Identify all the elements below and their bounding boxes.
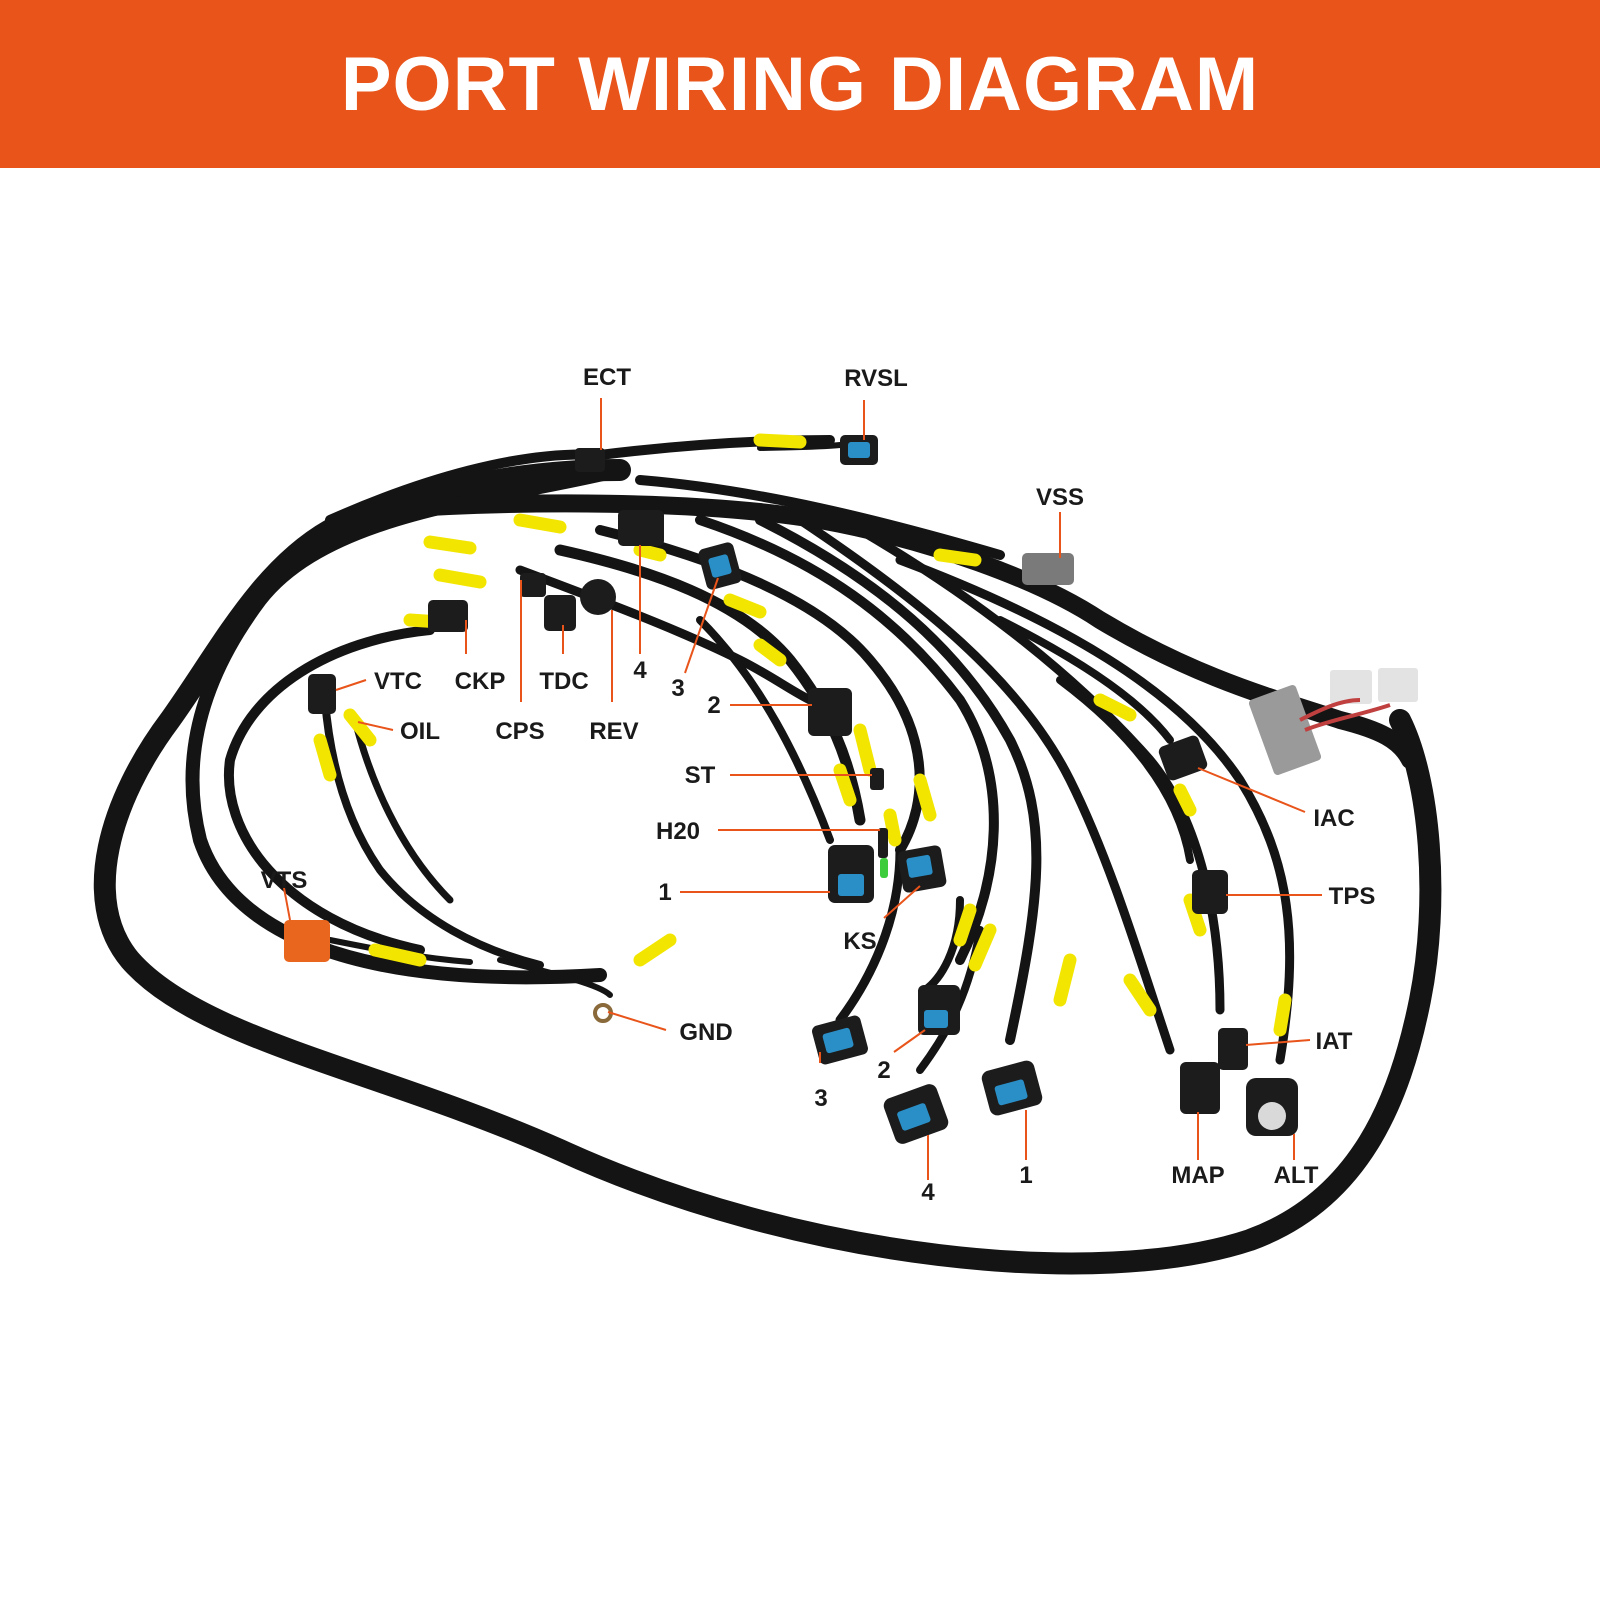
inj-3-face (822, 1027, 854, 1054)
label-cps: CPS (495, 718, 544, 745)
coil-3-face (708, 554, 732, 578)
vss-connector (1022, 553, 1074, 585)
title-banner: PORT WIRING DIAGRAM (0, 0, 1600, 168)
ckp-connector (428, 600, 468, 632)
middle-branch-e (795, 515, 1175, 1055)
ecu-plug-white-2 (1378, 668, 1418, 702)
label-gnd: GND (679, 1019, 732, 1046)
label-iat: IAT (1316, 1028, 1353, 1055)
alt-connector-face (1258, 1102, 1286, 1130)
cps-connector (520, 573, 546, 597)
tdc-connector (544, 595, 576, 631)
label-iac: IAC (1313, 805, 1354, 832)
ks-face (906, 854, 933, 878)
inj-4-face (897, 1103, 931, 1131)
vts-connector (284, 920, 330, 962)
iac-branch (996, 616, 1174, 744)
inj-2-branch (921, 896, 964, 994)
coil-1-face (838, 874, 864, 896)
label-vts: VTS (261, 867, 308, 894)
label-coil-4: 4 (633, 657, 647, 684)
st-terminal (870, 768, 884, 790)
middle-branch-d (755, 515, 1042, 1045)
label-vss: VSS (1036, 484, 1084, 511)
ecu-colored-wires (1299, 698, 1391, 732)
harness-wires (93, 435, 1442, 1275)
label-rev: REV (589, 718, 638, 745)
label-map: MAP (1171, 1162, 1224, 1189)
tps-branch (1056, 676, 1194, 864)
label-inj-2: 2 (877, 1057, 890, 1084)
coil-4-connector (618, 510, 664, 546)
rev-connector (580, 579, 616, 615)
middle-branch-c (695, 515, 999, 965)
label-inj-3: 3 (814, 1085, 827, 1112)
label-oil: OIL (400, 718, 440, 745)
yellow-sleeves (313, 433, 1292, 1037)
inj-2-face (924, 1010, 948, 1028)
label-ckp: CKP (455, 668, 506, 695)
ecu-plug-white-1 (1330, 670, 1372, 704)
label-ks: KS (843, 928, 876, 955)
label-coil-2: 2 (707, 692, 720, 719)
ect-connector (575, 448, 605, 472)
page-title: PORT WIRING DIAGRAM (340, 41, 1260, 127)
label-alt: ALT (1274, 1162, 1319, 1189)
label-inj-4: 4 (921, 1179, 935, 1206)
vss-branch (635, 475, 1005, 560)
h20-terminal (878, 828, 888, 858)
leader-lines (283, 398, 1322, 1180)
label-coil-3: 3 (671, 675, 684, 702)
rvsl-lead (757, 442, 843, 451)
label-rvsl: RVSL (844, 365, 908, 392)
label-vtc: VTC (374, 668, 422, 695)
tps-connector (1192, 870, 1228, 914)
map-connector (1180, 1062, 1220, 1114)
label-tdc: TDC (539, 668, 588, 695)
ecu-plug-gray (1248, 684, 1322, 776)
label-coil-1: 1 (658, 879, 671, 906)
coil-2-connector (808, 688, 852, 736)
middle-branch-g (895, 555, 1295, 1065)
main-trunk-loop (93, 459, 1442, 1275)
iac-connector (1158, 735, 1208, 781)
h20-green-tip (880, 858, 888, 878)
inj-3-branch (835, 845, 905, 1025)
middle-branch-f (855, 525, 1225, 1015)
coil-1-branch (696, 616, 834, 844)
coil-2-branch (515, 565, 815, 705)
oil-vtc-branch-2 (351, 716, 454, 904)
rvsl-connector-face (848, 442, 870, 458)
vtc-connector (308, 674, 336, 714)
label-ect: ECT (583, 364, 631, 391)
connectors (284, 435, 1418, 1144)
oil-vtc-branch (321, 696, 544, 969)
inj-1-face (994, 1079, 1028, 1106)
inner-loop-2 (223, 625, 435, 955)
label-inj-1: 1 (1019, 1162, 1032, 1189)
gnd-branch (497, 957, 613, 998)
middle-branch-a (554, 544, 866, 826)
callout-labels: ECT RVSL VSS VTC CKP TDC 4 3 2 OIL CPS R… (261, 364, 1376, 1206)
label-st: ST (685, 762, 716, 789)
label-h20: H20 (656, 818, 700, 845)
iat-connector (1218, 1028, 1248, 1070)
label-tps: TPS (1329, 883, 1376, 910)
